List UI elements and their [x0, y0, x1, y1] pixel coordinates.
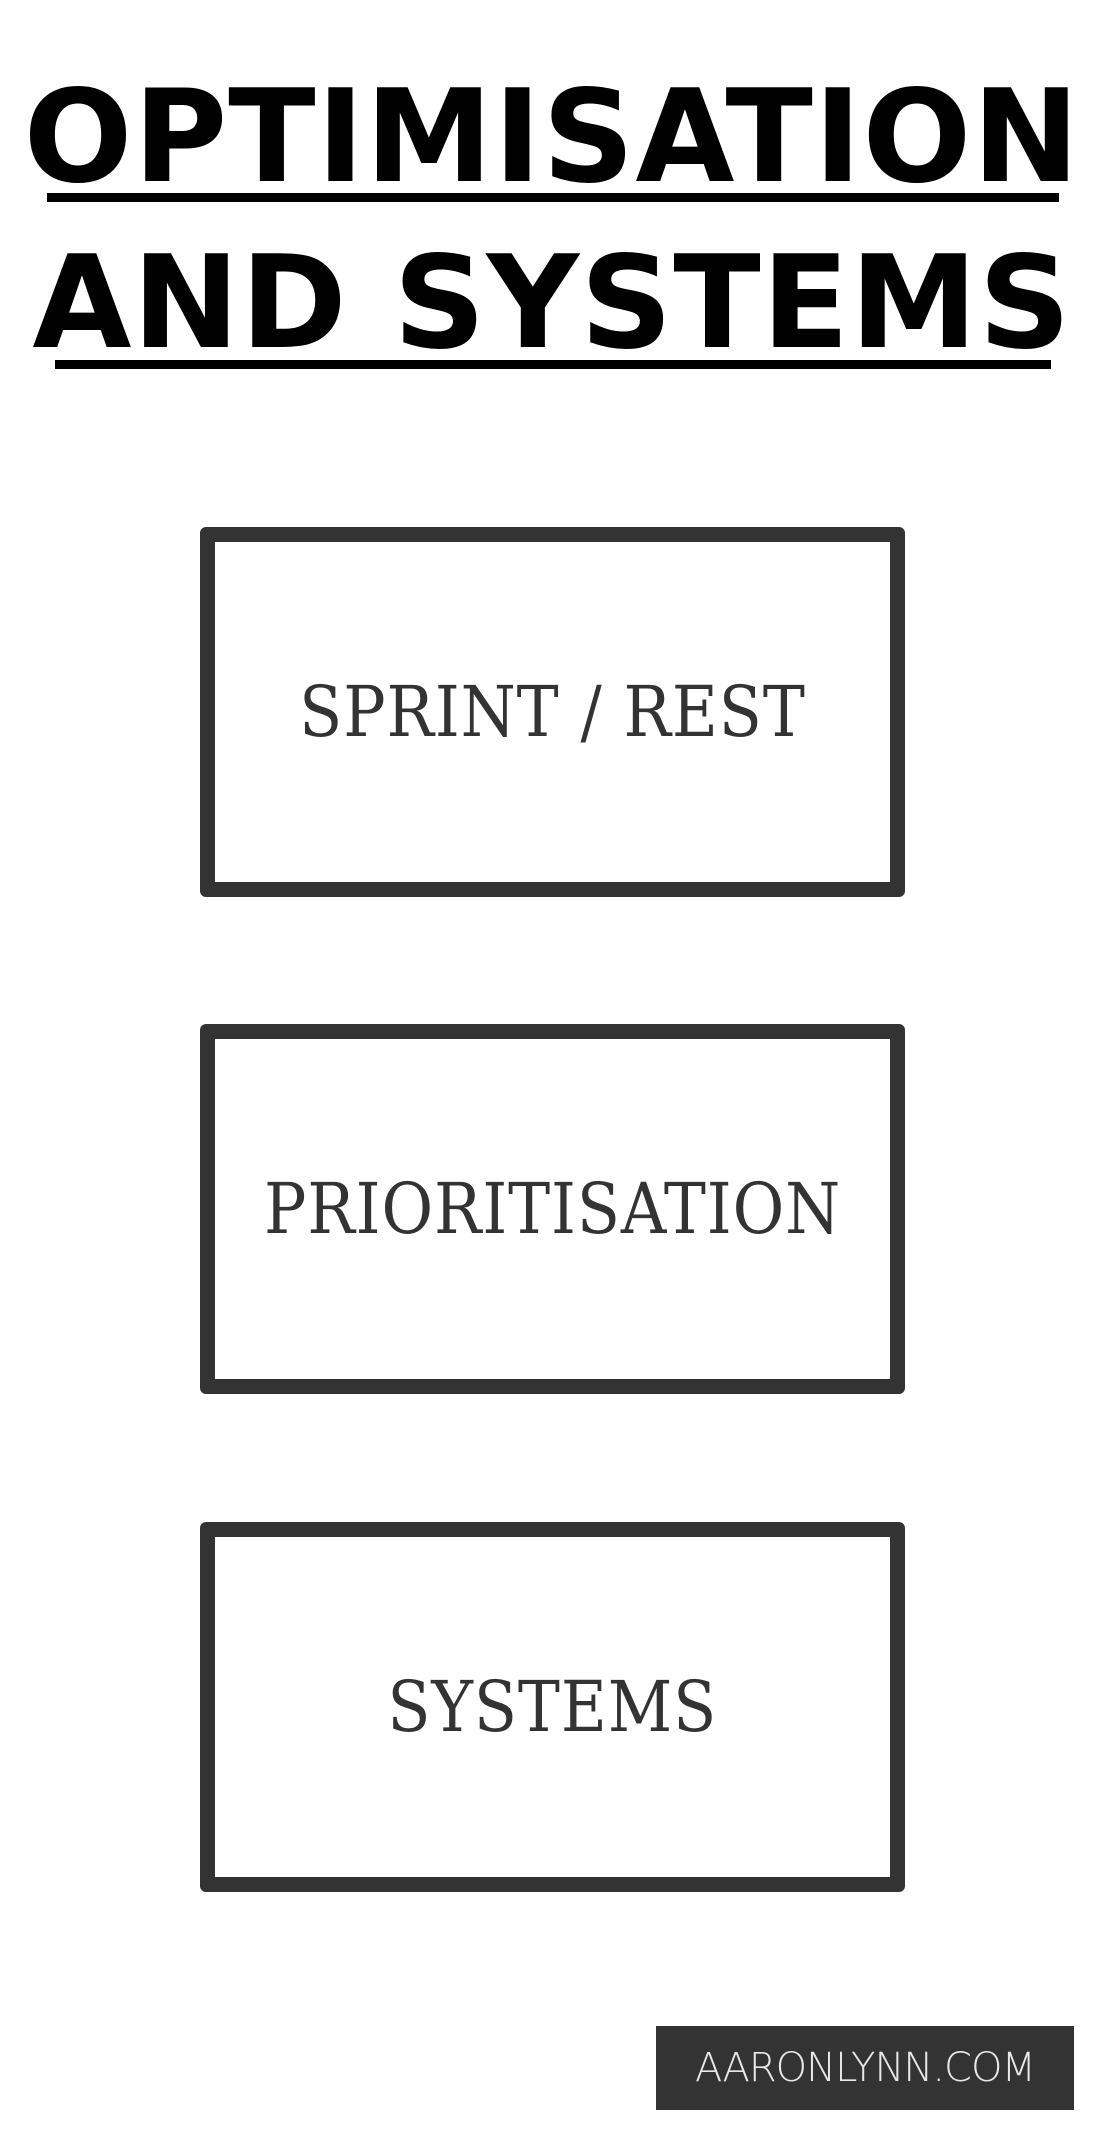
brand-text: AARONLYNN.COM [695, 2045, 1036, 2091]
title-underline-1 [47, 193, 1059, 202]
box-prioritisation: PRIORITISATION [200, 1024, 905, 1394]
box-sprint-rest: SPRINT / REST [200, 527, 905, 897]
box-label: SPRINT / REST [299, 671, 806, 753]
title-underline-2 [55, 360, 1051, 369]
box-systems: SYSTEMS [200, 1522, 905, 1892]
title-line-1: OPTIMISATION [23, 63, 1081, 212]
box-label: SYSTEMS [387, 1666, 718, 1748]
title-line-2: AND SYSTEMS [32, 229, 1072, 378]
brand-badge: AARONLYNN.COM [656, 2026, 1074, 2110]
box-label: PRIORITISATION [263, 1168, 842, 1250]
